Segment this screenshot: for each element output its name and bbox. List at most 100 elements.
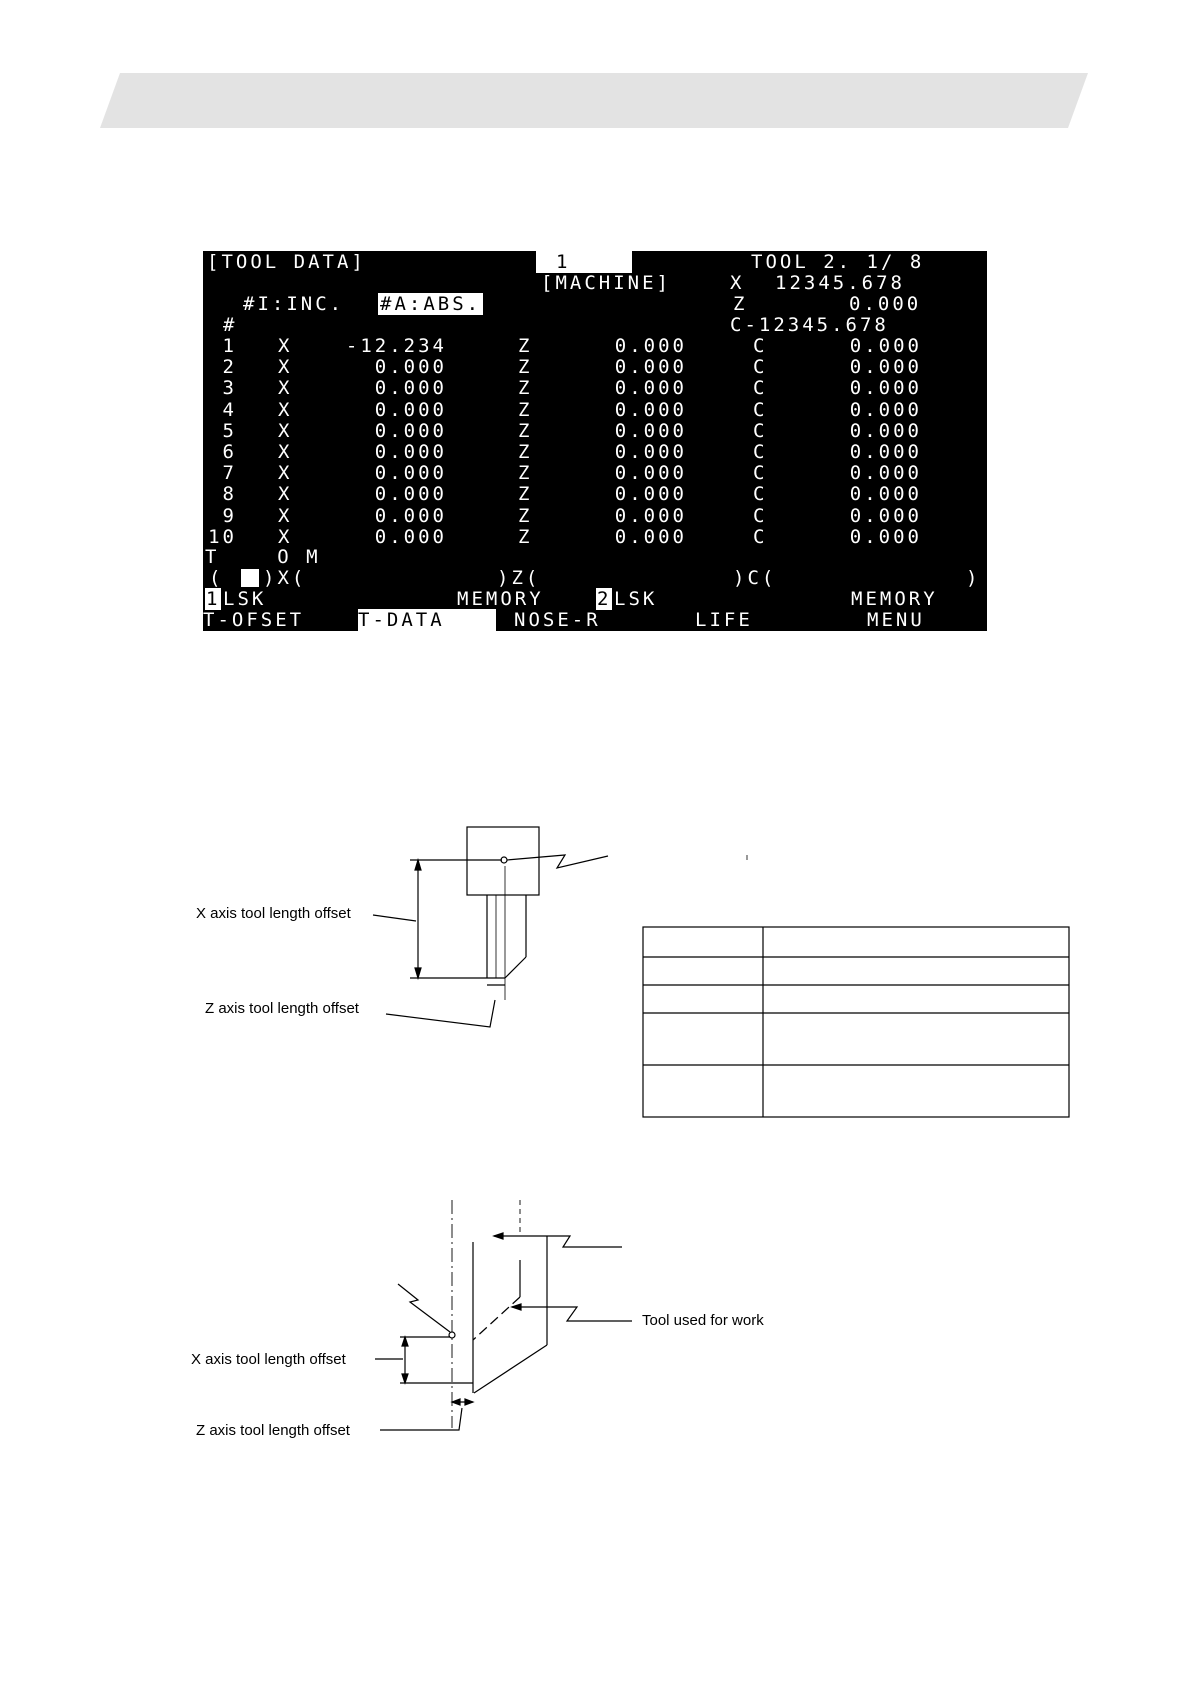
input-cursor[interactable] (241, 569, 259, 587)
row-x-axis: X (278, 462, 293, 485)
reference-point-leader (397, 1283, 451, 1333)
machine-x-value: 12345.678 (775, 272, 905, 294)
row-number: 4 (222, 398, 237, 421)
row-z-axis: Z (518, 462, 533, 485)
leader-arrow (492, 1232, 504, 1240)
row-x-value[interactable]: 0.000 (374, 483, 447, 506)
row-number: 8 (222, 483, 237, 506)
input-c-field[interactable]: )C( (733, 567, 777, 589)
menu-menu[interactable]: MENU (867, 609, 925, 631)
inc-mode-option[interactable]: #I:INC. (243, 293, 345, 315)
header-band (100, 73, 1088, 128)
reference-leader (506, 854, 609, 869)
row-x-value[interactable]: 0.000 (374, 462, 447, 485)
row-c-value[interactable]: 0.000 (849, 398, 922, 421)
tool-holder (466, 826, 540, 896)
tool-number-field[interactable]: 1 (536, 251, 632, 273)
row-z-value[interactable]: 0.000 (614, 419, 687, 442)
row-x-value[interactable]: -12.234 (345, 335, 447, 357)
row-number: 1 (222, 335, 237, 357)
row-c-axis: C (753, 441, 768, 463)
row-z-value[interactable]: 0.000 (614, 398, 687, 421)
lsk1-label: LSK (223, 588, 267, 610)
row-x-value[interactable]: 0.000 (374, 356, 447, 379)
row-z-value[interactable]: 0.000 (614, 441, 687, 463)
lsk1-number: 1 (205, 588, 222, 610)
row-c-value[interactable]: 0.000 (849, 504, 922, 527)
row-c-value[interactable]: 0.000 (849, 419, 922, 442)
input-x-field[interactable]: )X( (263, 567, 307, 589)
row-x-axis: X (278, 504, 293, 527)
lsk2-number: 2 (596, 588, 613, 610)
row-z-value[interactable]: 0.000 (614, 483, 687, 506)
machine-z-value: 0.000 (849, 293, 922, 315)
tool-data-screen: [TOOL DATA] 1 TOOL 2. 1/ 8 [MACHINE] X 1… (203, 251, 987, 631)
leader-arrow (510, 1303, 522, 1311)
mode1-status: MEMORY (457, 588, 544, 610)
row-z-value[interactable]: 0.000 (614, 525, 687, 548)
machine-z-axis: Z (733, 293, 748, 315)
row-number: 3 (222, 377, 237, 400)
row-c-axis: C (753, 462, 768, 485)
row-z-axis: Z (518, 419, 533, 442)
row-x-value[interactable]: 0.000 (374, 525, 447, 548)
row-x-value[interactable]: 0.000 (374, 419, 447, 442)
z-dim-arrow-left (450, 1398, 461, 1406)
row-number: 10 (208, 525, 237, 548)
input-close: ) (966, 567, 981, 589)
row-z-value[interactable]: 0.000 (614, 377, 687, 400)
figure-1 (372, 826, 748, 1028)
figure-2 (375, 1200, 632, 1431)
row-z-axis: Z (518, 377, 533, 400)
row-c-axis: C (753, 377, 768, 400)
menu-t-data[interactable]: T-DATA (358, 609, 496, 631)
machine-label: [MACHINE] (541, 272, 671, 294)
machine-c-value: C-12345.678 (730, 314, 889, 336)
row-x-value[interactable]: 0.000 (374, 398, 447, 421)
table-border (642, 926, 1070, 1118)
x-dim-arrow-top (401, 1335, 409, 1347)
row-x-axis: X (278, 356, 293, 379)
row-x-axis: X (278, 398, 293, 421)
menu-t-ofset[interactable]: T-OFSET (203, 609, 305, 631)
row-z-value[interactable]: 0.000 (614, 462, 687, 485)
lsk2-label: LSK (614, 588, 658, 610)
mode2-status: MEMORY (851, 588, 938, 610)
row-c-value[interactable]: 0.000 (849, 462, 922, 485)
row-c-value[interactable]: 0.000 (849, 483, 922, 506)
fig2-x-offset-label: X axis tool length offset (191, 1351, 347, 1368)
menu-life[interactable]: LIFE (695, 609, 753, 631)
z-dim-arrow-right (464, 1398, 475, 1406)
row-x-value[interactable]: 0.000 (374, 441, 447, 463)
row-x-value[interactable]: 0.000 (374, 377, 447, 400)
row-z-axis: Z (518, 356, 533, 379)
tom-line: T O M (205, 546, 321, 568)
row-c-axis: C (753, 483, 768, 506)
tool-tip-edge (504, 956, 527, 979)
row-x-axis: X (278, 525, 293, 548)
z-offset-leader (380, 1407, 463, 1431)
x-offset-leader (372, 914, 417, 922)
row-c-value[interactable]: 0.000 (849, 356, 922, 379)
work-tool-dashed-edge (472, 1296, 521, 1341)
row-z-value[interactable]: 0.000 (614, 504, 687, 527)
row-z-axis: Z (518, 335, 533, 357)
row-z-axis: Z (518, 504, 533, 527)
row-x-axis: X (278, 483, 293, 506)
row-c-axis: C (753, 504, 768, 527)
row-z-value[interactable]: 0.000 (614, 356, 687, 379)
row-z-axis: Z (518, 441, 533, 463)
input-z-field[interactable]: )Z( (497, 567, 541, 589)
row-c-value[interactable]: 0.000 (849, 441, 922, 463)
row-z-value[interactable]: 0.000 (614, 335, 687, 357)
row-x-axis: X (278, 335, 293, 357)
screen-title: [TOOL DATA] (207, 251, 366, 273)
row-c-value[interactable]: 0.000 (849, 335, 922, 357)
row-c-value[interactable]: 0.000 (849, 377, 922, 400)
x-dim-arrow-top (414, 857, 422, 871)
row-x-value[interactable]: 0.000 (374, 504, 447, 527)
row-c-axis: C (753, 335, 768, 357)
menu-nose-r[interactable]: NOSE-R (514, 609, 601, 631)
abs-mode-option[interactable]: #A:ABS. (378, 293, 484, 315)
row-c-value[interactable]: 0.000 (849, 525, 922, 548)
